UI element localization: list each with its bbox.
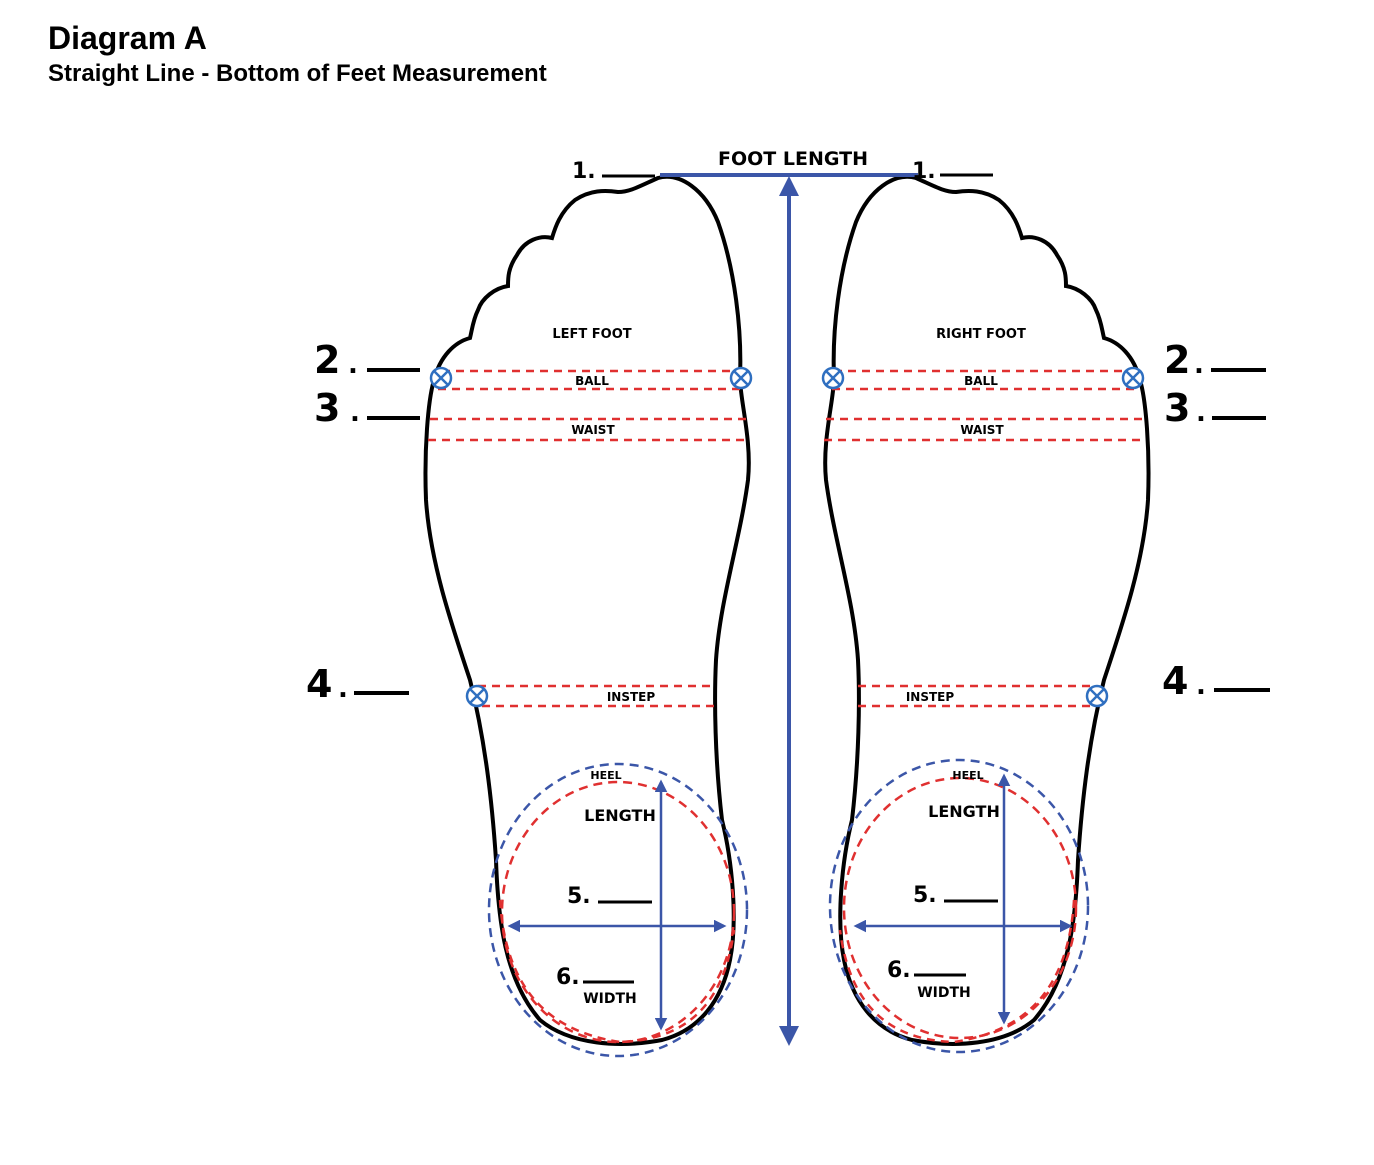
marker-2-right: 2 (1164, 338, 1190, 382)
marker-4-left: 4 (306, 662, 332, 706)
left-heel-label: HEEL (590, 769, 621, 782)
marker-3-left-dot: . (350, 398, 360, 428)
marker-2-right-dot: . (1194, 350, 1204, 380)
right-waist-label: WAIST (960, 423, 1004, 437)
marker-5-right: 5. (913, 883, 937, 908)
marker-2-left-dot: . (348, 350, 358, 380)
left-heel-inner-circle (500, 780, 736, 1044)
left-foot-outline (423, 174, 751, 1046)
right-heel-label: HEEL (952, 769, 983, 782)
right-ball-inner-marker (821, 366, 845, 390)
right-heel-outer-circle (828, 758, 1090, 1054)
marker-3-left: 3 (314, 386, 340, 430)
page-subtitle: Straight Line - Bottom of Feet Measureme… (48, 60, 547, 87)
marker-4-right: 4 (1162, 659, 1188, 703)
left-heel-length-label: LENGTH (584, 806, 656, 825)
left-ball-outer-marker (729, 366, 753, 390)
left-heel-width-label: WIDTH (583, 991, 637, 1007)
left-waist-label: WAIST (571, 423, 615, 437)
right-ball-outer-marker (1121, 366, 1145, 390)
left-ball-inner-marker (429, 366, 453, 390)
marker-1-left: 1. (572, 159, 596, 184)
marker-3-right-dot: . (1196, 398, 1206, 428)
marker-5-left: 5. (567, 884, 591, 909)
marker-6-left: 6. (556, 965, 580, 990)
marker-4-right-dot: . (1196, 671, 1206, 701)
left-instep-label: INSTEP (607, 690, 656, 704)
right-heel-width-label: WIDTH (917, 985, 971, 1001)
page-title: Diagram A (48, 20, 207, 56)
right-foot-label: RIGHT FOOT (936, 327, 1026, 342)
foot-length-label: FOOT LENGTH (718, 148, 868, 170)
left-ball-label: BALL (575, 374, 609, 388)
marker-3-right: 3 (1164, 386, 1190, 430)
right-instep-marker (1085, 684, 1109, 708)
left-heel-outer-circle (487, 762, 749, 1058)
marker-2-left: 2 (314, 338, 340, 382)
left-foot-label: LEFT FOOT (552, 327, 631, 342)
right-ball-label: BALL (964, 374, 998, 388)
right-instep-label: INSTEP (906, 690, 955, 704)
marker-6-right: 6. (887, 958, 911, 983)
left-instep-marker (465, 684, 489, 708)
marker-1-right: 1. (912, 159, 936, 184)
right-heel-length-label: LENGTH (928, 802, 1000, 821)
right-heel-inner-circle (842, 776, 1078, 1040)
marker-4-left-dot: . (338, 674, 348, 704)
right-foot-outline (823, 174, 1151, 1046)
